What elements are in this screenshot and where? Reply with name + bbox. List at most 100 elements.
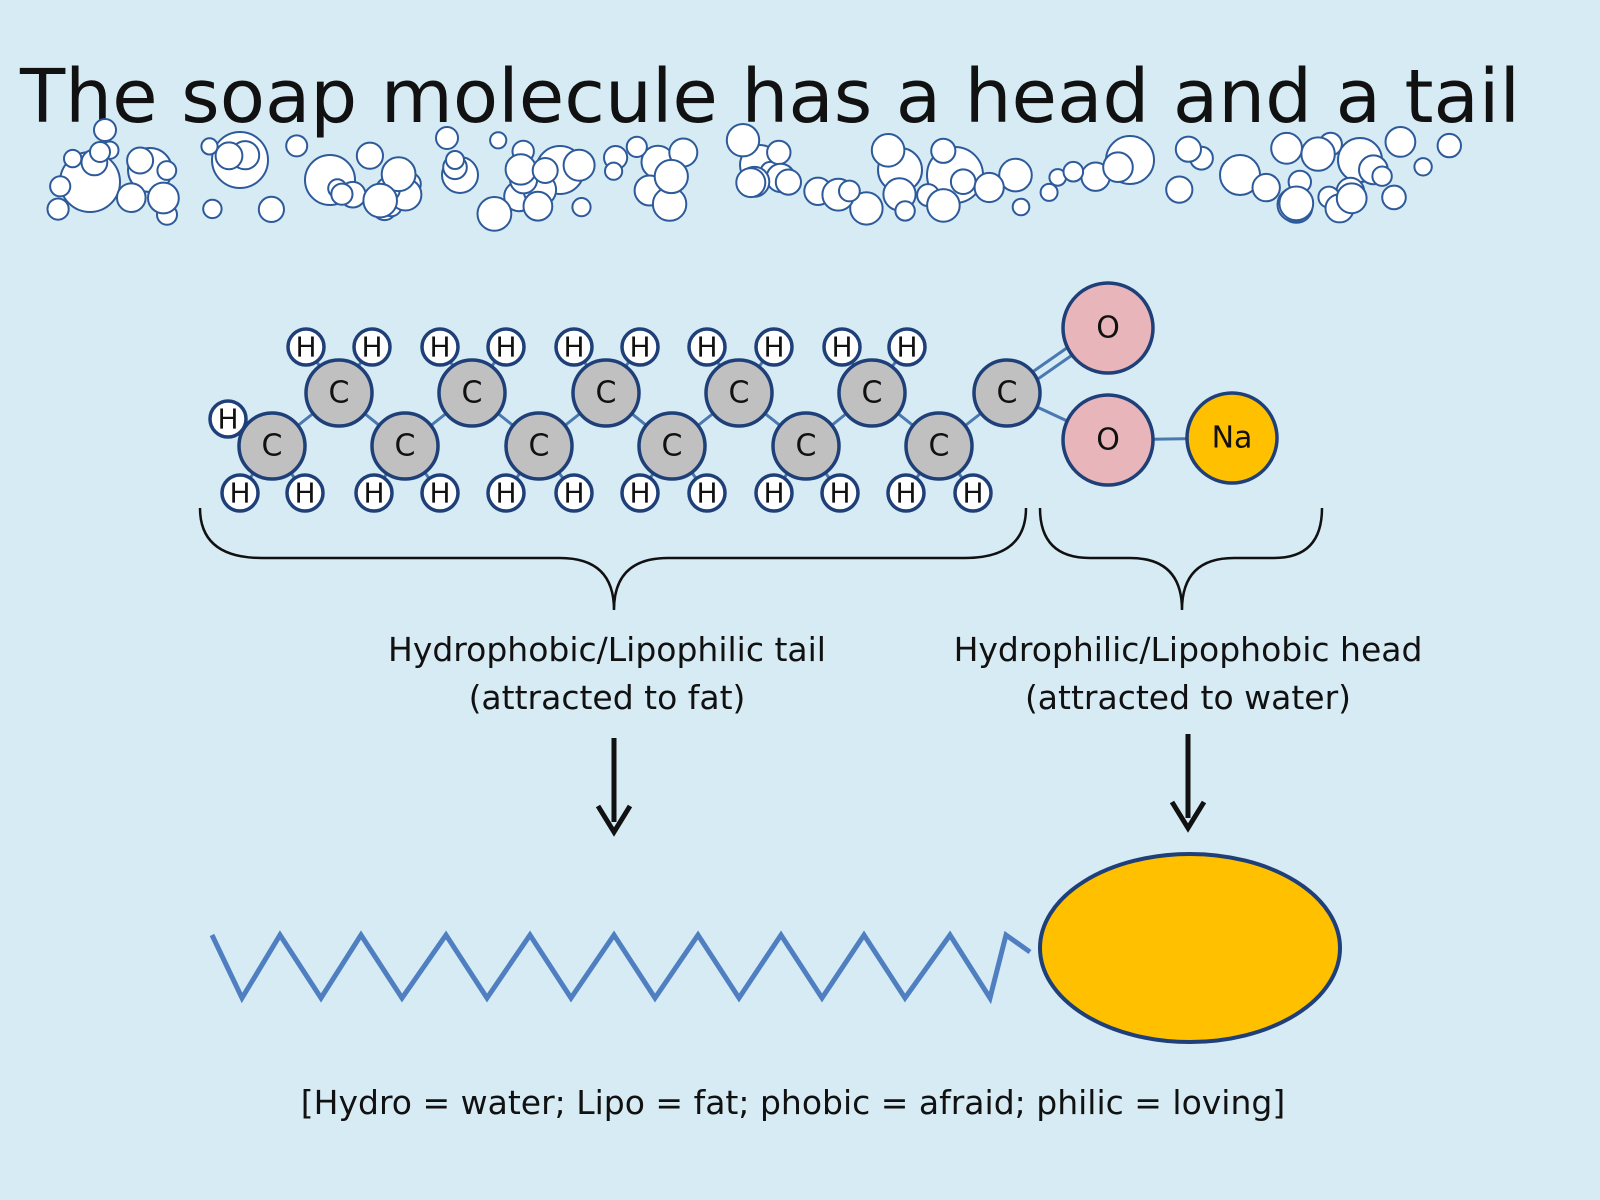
hydrogen-atom-label: H: [696, 331, 717, 364]
hydrogen-atom: H: [286, 327, 326, 367]
head-brace: [1038, 507, 1324, 611]
hydrogen-atom-circle: [687, 473, 727, 513]
bubble: [522, 190, 554, 222]
hydrogen-atom: H: [887, 327, 927, 367]
hydrogen-atom: H: [687, 473, 727, 513]
bubble: [285, 134, 309, 158]
hydrogen-atom-circle: [820, 473, 860, 513]
bubble: [380, 156, 417, 193]
hydrogen-atom: H: [822, 327, 862, 367]
down-arrow-icon: [1169, 734, 1207, 833]
carbon-atom-circle: [304, 358, 374, 428]
hydrogen-atom-label: H: [363, 477, 384, 510]
hydrogen-atom: H: [754, 473, 794, 513]
hydrogen-atom-circle: [354, 473, 394, 513]
carbon-atom-circle: [571, 358, 641, 428]
bubble: [604, 161, 624, 181]
hydrogen-atom-label: H: [429, 477, 450, 510]
hydrogen-atom-circle: [687, 327, 727, 367]
sodium-atom-circle: [1185, 391, 1279, 485]
bubble: [62, 148, 83, 169]
carbon-atom: C: [237, 411, 307, 481]
bubble: [445, 150, 465, 170]
oxygen-atom: O: [1061, 393, 1155, 487]
carbon-atom-label: C: [662, 429, 683, 464]
hydrogen-atom-label: H: [229, 477, 250, 510]
hydrogen-atom-label: H: [763, 331, 784, 364]
hydrogen-atom: H: [886, 473, 926, 513]
carbon-atom: C: [504, 411, 574, 481]
bubble: [998, 157, 1033, 193]
hydrogen-atom-circle: [286, 327, 326, 367]
bubble: [435, 126, 459, 150]
hydrogen-atom-label: H: [294, 477, 315, 510]
carbon-atom-circle: [837, 358, 907, 428]
hydrogen-atom: H: [620, 473, 660, 513]
hydrogen-atom-label: H: [429, 331, 450, 364]
bubble: [1413, 157, 1433, 177]
carbon-atom-label: C: [596, 376, 617, 411]
bubble: [894, 200, 916, 222]
hydrogen-atom-label: H: [563, 331, 584, 364]
bubble: [257, 195, 285, 223]
hydrogen-atom-label: H: [629, 477, 650, 510]
bubble: [504, 153, 537, 186]
bubble: [1278, 185, 1315, 222]
hydrogen-atom-circle: [754, 327, 794, 367]
carbon-atom-circle: [437, 358, 507, 428]
oxygen-atom-circle: [1061, 281, 1155, 375]
tail-label: Hydrophobic/Lipophilic tail: [388, 630, 826, 669]
bubble: [1436, 132, 1463, 159]
bubble: [735, 167, 767, 199]
carbon-atom-circle: [904, 411, 974, 481]
hydrogen-atom: H: [820, 473, 860, 513]
tail-sublabel: (attracted to fat): [469, 678, 746, 717]
hydrogen-atom: H: [208, 399, 248, 439]
tail-zigzag: [209, 930, 1032, 1005]
bubble: [1381, 184, 1407, 211]
hydrogen-atom-label: H: [495, 331, 516, 364]
definition-legend: [Hydro = water; Lipo = fat; phobic = afr…: [301, 1083, 1285, 1122]
hydrogen-atom: H: [486, 327, 526, 367]
hydrogen-atom-circle: [220, 473, 260, 513]
bubble: [1384, 125, 1417, 158]
bubble: [1062, 160, 1085, 183]
bubble: [1335, 182, 1368, 215]
carbon-atom: C: [837, 358, 907, 428]
head-label: Hydrophilic/Lipophobic head: [954, 630, 1423, 669]
oxygen-atom-label: O: [1096, 423, 1120, 458]
carbon-atom-circle: [704, 358, 774, 428]
bubble: [1165, 175, 1194, 204]
bubble: [849, 191, 884, 226]
tail-brace: [198, 507, 1028, 611]
hydrogen-atom-label: H: [217, 403, 238, 436]
carbon-atom-label: C: [796, 429, 817, 464]
head-sublabel: (attracted to water): [1025, 678, 1351, 717]
hydrogen-atom: H: [420, 473, 460, 513]
bubble: [126, 146, 155, 175]
carbon-atom-circle: [771, 411, 841, 481]
bubble: [214, 141, 244, 171]
hydrogen-atom-circle: [486, 327, 526, 367]
bubble: [625, 135, 648, 158]
hydrogen-atom-label: H: [962, 477, 983, 510]
bubble: [766, 139, 792, 166]
carbon-atom-label: C: [395, 429, 416, 464]
carbon-atom: C: [704, 358, 774, 428]
hydrogen-atom: H: [285, 473, 325, 513]
carbon-atom-circle: [637, 411, 707, 481]
bubble: [562, 148, 596, 182]
hydrogen-atom-label: H: [896, 331, 917, 364]
carbon-atom: C: [904, 411, 974, 481]
bubble: [1371, 165, 1393, 187]
carbon-atom-label: C: [462, 376, 483, 411]
carbon-atom-label: C: [529, 429, 550, 464]
hydrogen-atom-circle: [285, 473, 325, 513]
hydrogen-atom-circle: [420, 327, 460, 367]
hydrogen-atom-circle: [486, 473, 526, 513]
bubble: [1300, 136, 1336, 172]
sodium-atom: Na: [1185, 391, 1279, 485]
bubble: [949, 168, 977, 195]
